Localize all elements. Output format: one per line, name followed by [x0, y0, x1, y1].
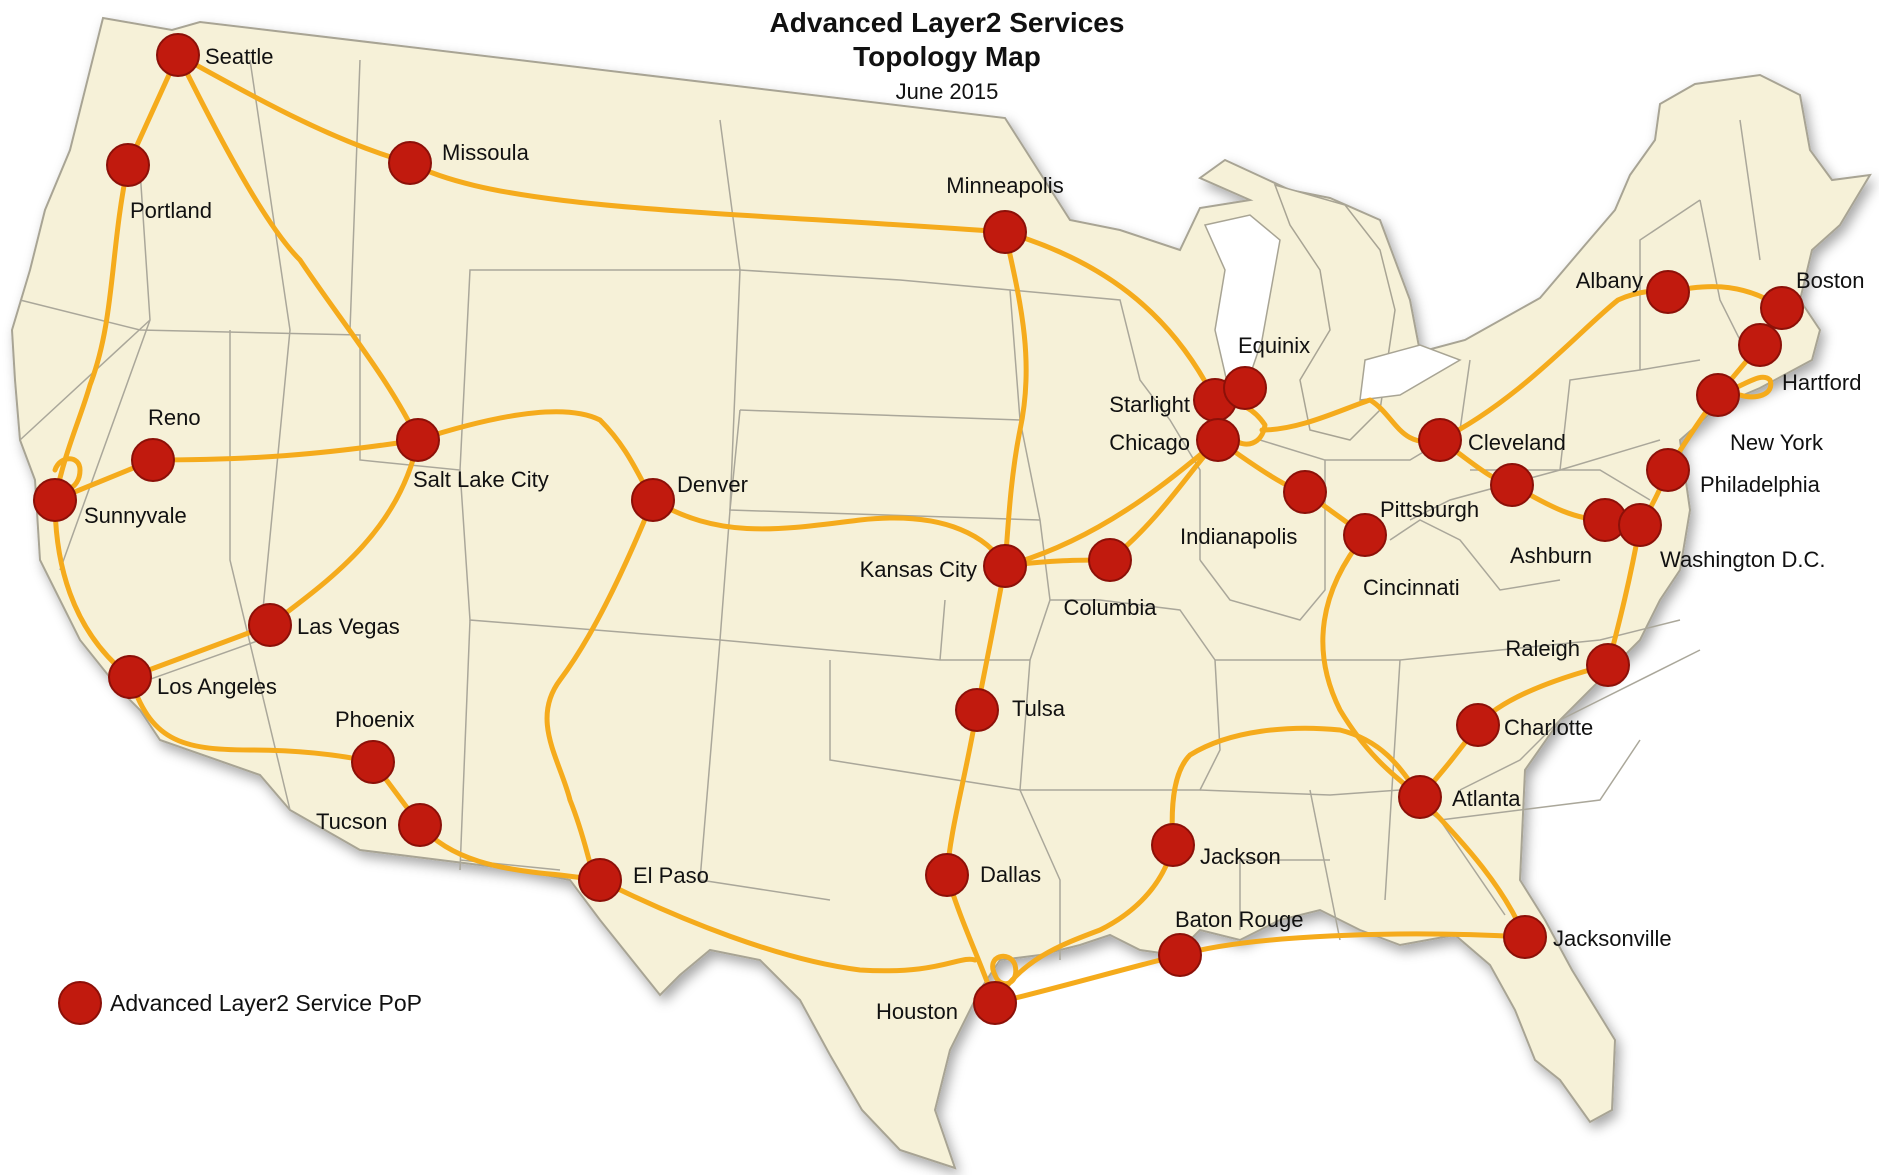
pop-node-reno — [131, 438, 175, 482]
city-label-pittsburgh: Pittsburgh — [1380, 497, 1479, 522]
city-label-new-york: New York — [1730, 430, 1824, 455]
city-label-reno: Reno — [148, 405, 201, 430]
pop-node-hartford — [1738, 323, 1782, 367]
city-label-charlotte: Charlotte — [1504, 715, 1593, 740]
pop-node-sunnyvale — [33, 478, 77, 522]
city-label-columbia: Columbia — [1064, 595, 1158, 620]
pop-node-missoula — [388, 141, 432, 185]
city-label-seattle: Seattle — [205, 44, 274, 69]
city-label-las-vegas: Las Vegas — [297, 614, 400, 639]
legend: Advanced Layer2 Service PoP — [58, 981, 422, 1025]
city-label-sunnyvale: Sunnyvale — [84, 503, 187, 528]
title-line2: Topology Map — [853, 41, 1041, 72]
pop-node-indianapolis — [1283, 470, 1327, 514]
pop-node-tucson — [398, 803, 442, 847]
pop-node-new-york — [1696, 373, 1740, 417]
pop-node-boston — [1760, 286, 1804, 330]
city-label-missoula: Missoula — [442, 140, 530, 165]
pop-node-chicago — [1196, 418, 1240, 462]
city-label-jackson: Jackson — [1200, 844, 1281, 869]
pop-node-equinix — [1223, 366, 1267, 410]
city-label-minneapolis: Minneapolis — [946, 173, 1063, 198]
pop-node-las-vegas — [248, 603, 292, 647]
pop-nodes — [33, 33, 1804, 1025]
lakes — [1203, 183, 1462, 441]
map-title: Advanced Layer2 Services Topology Map Ju… — [770, 7, 1125, 104]
city-label-jacksonville: Jacksonville — [1553, 926, 1672, 951]
city-label-cincinnati: Cincinnati — [1363, 575, 1460, 600]
pop-node-houston — [973, 981, 1017, 1025]
city-label-hartford: Hartford — [1782, 370, 1861, 395]
pop-node-portland — [106, 143, 150, 187]
city-label-starlight: Starlight — [1109, 392, 1190, 417]
pop-node-jacksonville — [1503, 915, 1547, 959]
city-label-los-angeles: Los Angeles — [157, 674, 277, 699]
city-label-baton-rouge: Baton Rouge — [1175, 907, 1303, 932]
pop-node-kansas-city — [983, 544, 1027, 588]
pop-node-dallas — [925, 853, 969, 897]
pop-node-cincinnati — [1343, 513, 1387, 557]
city-label-chicago: Chicago — [1109, 430, 1190, 455]
city-label-boston: Boston — [1796, 268, 1865, 293]
city-label-tulsa: Tulsa — [1012, 696, 1066, 721]
pop-node-philadelphia — [1646, 448, 1690, 492]
city-label-raleigh: Raleigh — [1505, 636, 1580, 661]
city-label-dallas: Dallas — [980, 862, 1041, 887]
pop-node-atlanta — [1398, 775, 1442, 819]
city-label-phoenix: Phoenix — [335, 707, 415, 732]
pop-node-columbia — [1088, 538, 1132, 582]
city-label-philadelphia: Philadelphia — [1700, 472, 1821, 497]
city-label-equinix: Equinix — [1238, 333, 1310, 358]
pop-node-cleveland — [1418, 418, 1462, 462]
pop-node-seattle — [156, 33, 200, 77]
city-label-denver: Denver — [677, 472, 748, 497]
city-label-albany: Albany — [1576, 268, 1643, 293]
pop-node-el-paso — [578, 858, 622, 902]
legend-label: Advanced Layer2 Service PoP — [110, 990, 422, 1016]
city-label-houston: Houston — [876, 999, 958, 1024]
pop-node-baton-rouge — [1158, 933, 1202, 977]
city-label-indianapolis: Indianapolis — [1180, 524, 1297, 549]
pop-node-raleigh — [1586, 643, 1630, 687]
pop-node-jackson — [1151, 823, 1195, 867]
city-label-ashburn: Ashburn — [1510, 543, 1592, 568]
pop-node-los-angeles — [108, 655, 152, 699]
pop-node-washington-d-c — [1618, 503, 1662, 547]
pop-node-charlotte — [1456, 703, 1500, 747]
legend-node-icon — [58, 981, 102, 1025]
pop-node-minneapolis — [983, 210, 1027, 254]
pop-node-denver — [631, 478, 675, 522]
title-date: June 2015 — [896, 79, 999, 104]
city-label-portland: Portland — [130, 198, 212, 223]
title-line1: Advanced Layer2 Services — [770, 7, 1125, 38]
pop-node-tulsa — [955, 688, 999, 732]
city-label-kansas-city: Kansas City — [860, 557, 977, 582]
city-label-salt-lake-city: Salt Lake City — [413, 467, 549, 492]
pop-node-pittsburgh — [1490, 463, 1534, 507]
city-label-atlanta: Atlanta — [1452, 786, 1521, 811]
city-label-tucson: Tucson — [316, 809, 387, 834]
city-label-cleveland: Cleveland — [1468, 430, 1566, 455]
pop-node-albany — [1646, 270, 1690, 314]
pop-node-phoenix — [351, 740, 395, 784]
city-label-el-paso: El Paso — [633, 863, 709, 888]
us-landmass — [10, 16, 1872, 1170]
pop-node-salt-lake-city — [396, 418, 440, 462]
city-label-washington-d-c: Washington D.C. — [1660, 547, 1825, 572]
